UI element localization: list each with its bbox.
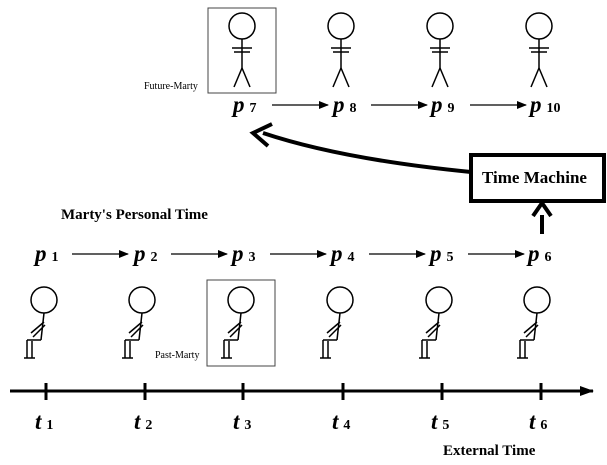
standing-figure-icon	[228, 12, 256, 88]
future-marty-label: Future-Marty	[144, 81, 198, 92]
arm-line	[32, 324, 46, 338]
external-time-label: External Time	[443, 443, 536, 459]
leg-line	[431, 67, 441, 88]
leg-line	[332, 67, 342, 88]
arrow-up-head	[531, 199, 553, 218]
arm-line	[525, 324, 539, 338]
arm-line	[30, 321, 45, 334]
leg-line	[340, 67, 350, 88]
sitting-figure-icon	[24, 286, 58, 359]
past-marty-label: Past-Marty	[155, 350, 200, 361]
sitting-figures	[24, 286, 551, 359]
sitting-figure-icon	[517, 286, 551, 359]
sitting-figure-icon	[221, 286, 255, 359]
arm-line	[227, 321, 242, 334]
future-marty-highlight-box	[207, 7, 277, 94]
sitting-figure-icon	[320, 286, 354, 359]
axis-ticks	[44, 383, 543, 400]
head-circle	[525, 12, 553, 40]
leg-line	[530, 67, 540, 88]
head-circle	[425, 286, 453, 314]
arm-line	[128, 321, 143, 334]
head-circle	[327, 12, 355, 40]
standing-figure-icon	[426, 12, 454, 88]
head-circle	[128, 286, 156, 314]
arm-line	[328, 324, 342, 338]
past-marty-highlight-box	[206, 279, 276, 367]
head-circle	[523, 286, 551, 314]
leg-line	[439, 67, 449, 88]
head-circle	[228, 12, 256, 40]
sitting-figure-icon	[122, 286, 156, 359]
head-circle	[30, 286, 58, 314]
head-circle	[426, 12, 454, 40]
sitting-figure-icon	[419, 286, 453, 359]
standing-figure-icon	[327, 12, 355, 88]
arm-line	[425, 321, 440, 334]
leg-line	[233, 67, 243, 88]
head-circle	[227, 286, 255, 314]
leg-line	[241, 67, 251, 88]
arm-line	[229, 324, 243, 338]
leg-line	[538, 67, 548, 88]
arrow-time-machine-to-p7	[262, 131, 472, 174]
personal-time-label: Marty's Personal Time	[61, 207, 208, 223]
time-machine-box	[469, 153, 606, 203]
time-machine-label: Time Machine	[482, 168, 587, 187]
arm-line	[427, 324, 441, 338]
arm-line	[130, 324, 144, 338]
arm-line	[523, 321, 538, 334]
standing-figures	[228, 12, 553, 88]
head-circle	[326, 286, 354, 314]
arrow-back-head	[249, 122, 273, 148]
standing-figure-icon	[525, 12, 553, 88]
arm-line	[326, 321, 341, 334]
